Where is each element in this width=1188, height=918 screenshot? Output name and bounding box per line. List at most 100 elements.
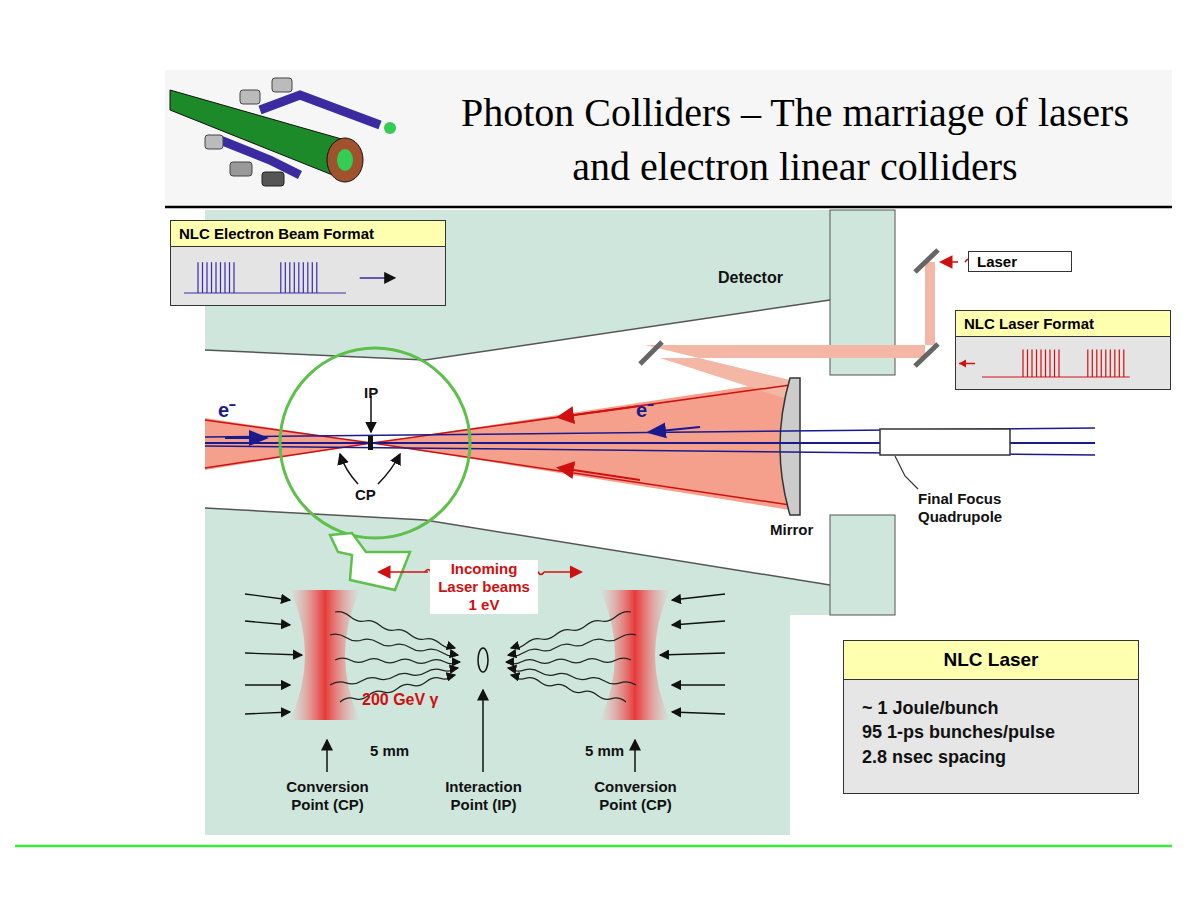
stroke <box>202 262 203 293</box>
label: Interaction Point (IP) <box>426 778 541 814</box>
box-text: 2.8 nsec spacing <box>844 745 1138 793</box>
stroke <box>508 667 514 669</box>
photon-wave <box>511 675 626 702</box>
label: CP <box>355 486 376 504</box>
stroke <box>280 262 281 293</box>
label: Detector <box>718 268 783 287</box>
label: Final Focus Quadrupole <box>918 490 1028 526</box>
label: 200 GeV γ <box>362 690 439 709</box>
stroke <box>303 262 304 293</box>
stroke <box>245 684 290 685</box>
stroke <box>285 262 286 293</box>
stroke <box>1040 350 1041 378</box>
pulse-train <box>172 247 444 303</box>
stroke <box>206 262 207 293</box>
label: Conversion Point (CP) <box>578 778 693 814</box>
stroke <box>454 661 460 662</box>
stroke <box>245 621 290 625</box>
photon-wave <box>335 612 455 649</box>
stroke <box>1110 350 1111 378</box>
stroke <box>220 262 221 293</box>
label: 5 mm <box>585 742 624 760</box>
stroke <box>298 262 299 293</box>
magnifier <box>280 348 470 590</box>
stroke <box>233 262 234 293</box>
stroke <box>506 661 512 662</box>
accelerator-icon <box>170 78 396 186</box>
box-heading: NLC Laser <box>844 641 1138 680</box>
footer-rule <box>15 845 1172 848</box>
info-box: NLC Laser Format <box>955 310 1171 390</box>
stroke <box>1058 350 1059 378</box>
label: Incoming Laser beams 1 eV <box>430 560 538 614</box>
stroke <box>449 675 455 676</box>
stroke <box>508 654 514 655</box>
stroke <box>672 684 725 685</box>
stroke <box>289 262 290 293</box>
slide-title: Photon Colliders – The marriage of laser… <box>455 86 1135 194</box>
box-heading: NLC Laser Format <box>956 311 1170 337</box>
photon-wave <box>508 634 636 656</box>
box-text: ~ 1 Joule/bunch <box>844 696 1138 720</box>
stroke <box>511 646 517 648</box>
stroke <box>660 653 725 655</box>
stroke <box>452 654 458 655</box>
stroke <box>1054 350 1055 378</box>
stroke <box>672 712 725 714</box>
stroke <box>1031 350 1032 378</box>
stroke <box>307 262 308 293</box>
stroke <box>672 621 725 625</box>
stroke <box>294 262 295 293</box>
stroke <box>1049 350 1050 378</box>
stroke <box>312 262 313 293</box>
leader-line <box>895 456 918 489</box>
label: e⁻ <box>218 398 236 422</box>
photon-wave <box>511 612 631 649</box>
stroke <box>1114 350 1115 378</box>
label: e⁻ <box>636 398 654 422</box>
box-heading: Laser <box>969 252 1071 271</box>
stroke <box>1022 350 1023 378</box>
label: 5 mm <box>370 742 409 760</box>
stroke <box>1123 350 1124 378</box>
stroke <box>224 262 225 293</box>
stroke <box>511 675 517 676</box>
info-box: NLC Laser~ 1 Joule/bunch95 1-ps bunches/… <box>843 640 1139 794</box>
label: Conversion Point (CP) <box>270 778 385 814</box>
stroke <box>449 646 455 648</box>
header-band <box>165 70 1172 206</box>
arrow-head <box>959 360 966 368</box>
stroke <box>215 262 216 293</box>
label: Mirror <box>770 521 813 539</box>
photon-wave <box>508 668 636 685</box>
pulse-train <box>957 337 1169 387</box>
electron-beam <box>205 427 1095 489</box>
stroke <box>197 262 198 293</box>
stroke <box>982 376 1130 377</box>
stroke <box>452 667 458 669</box>
stroke <box>360 277 395 279</box>
stroke <box>211 262 212 293</box>
label: IP <box>364 384 378 402</box>
photon-wave <box>335 658 460 664</box>
stroke <box>1092 350 1093 378</box>
quadrupole <box>880 429 1010 455</box>
stroke <box>1105 350 1106 378</box>
stroke <box>672 594 725 600</box>
box-heading: NLC Electron Beam Format <box>171 221 445 247</box>
stroke <box>1045 350 1046 378</box>
stroke <box>316 262 317 293</box>
photon-wave <box>330 668 458 685</box>
header-rule <box>165 206 1172 209</box>
photon-wave <box>330 634 458 656</box>
photon-wave <box>506 658 631 664</box>
stroke <box>245 594 290 600</box>
stroke <box>1036 350 1037 378</box>
stroke <box>1096 350 1097 378</box>
stroke <box>184 292 346 293</box>
stroke <box>229 262 230 293</box>
stroke <box>245 712 290 714</box>
stroke <box>1101 350 1102 378</box>
stroke <box>245 653 302 655</box>
mirror <box>780 378 800 515</box>
